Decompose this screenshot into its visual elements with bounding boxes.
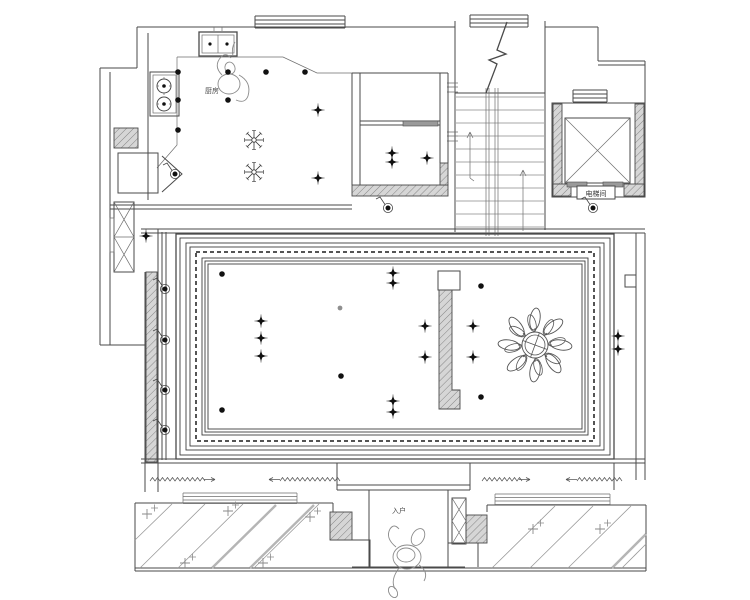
downlight-icon xyxy=(175,127,181,133)
spotlight-icon xyxy=(254,349,268,363)
spotlight-icon xyxy=(254,331,268,345)
fridge-cabinet xyxy=(113,127,183,194)
curtain-icon xyxy=(279,476,341,482)
downlight-icon xyxy=(219,271,225,277)
stair-window xyxy=(469,14,529,28)
plus-mark-icon xyxy=(258,553,274,568)
spotlight-icon xyxy=(386,394,400,408)
spotlight-icon xyxy=(420,151,434,165)
pantry-room xyxy=(351,72,449,197)
downlight-icon xyxy=(219,407,225,413)
person-kitchen xyxy=(216,41,250,102)
downlight-icon xyxy=(263,69,269,75)
entry-structure xyxy=(329,497,488,545)
spotlight-icon xyxy=(466,319,480,333)
tall-cabinet xyxy=(109,201,135,273)
plus-mark-icon xyxy=(595,519,611,534)
ceiling-molding xyxy=(175,233,615,460)
curtain-icon xyxy=(576,476,623,482)
spotlight-icon xyxy=(611,329,625,343)
spotlight-icon xyxy=(385,155,399,169)
curtain-icon xyxy=(481,476,523,482)
plus-mark-icon xyxy=(223,501,239,516)
downlight-icon xyxy=(478,283,484,289)
terrace-left xyxy=(134,503,320,569)
wall-lamp-icon xyxy=(162,162,180,179)
wall-lamp-icon xyxy=(152,277,170,294)
plus-mark-icon xyxy=(180,553,196,568)
left-wall-hatch xyxy=(145,271,158,463)
windows xyxy=(182,14,611,505)
downlight-icon xyxy=(478,394,484,400)
spotlight-icon xyxy=(311,103,325,117)
south-window-right xyxy=(494,493,611,505)
ceiling-lights xyxy=(139,69,625,435)
terrace-right xyxy=(491,505,647,569)
elevator-window xyxy=(572,89,608,103)
wall-lamp-icon xyxy=(152,378,170,395)
elevator-label: 电梯间 xyxy=(586,189,607,198)
wall-lamp-icon xyxy=(375,196,393,213)
curtain-symbols xyxy=(149,476,623,482)
wall-lamp-icon xyxy=(152,418,170,435)
wall-lamp-icon xyxy=(152,328,170,345)
spotlight-icon xyxy=(418,319,432,333)
spotlight-icon xyxy=(466,350,480,364)
person-entrance xyxy=(387,525,427,599)
chandelier-icon xyxy=(497,307,573,383)
spotlight-icon xyxy=(254,314,268,328)
stove xyxy=(149,71,180,117)
plus-mark-icon xyxy=(142,504,158,519)
downlight-icon xyxy=(225,69,231,75)
downlight-icon xyxy=(225,97,231,103)
cove-light-dashed xyxy=(195,251,595,442)
column xyxy=(437,270,461,410)
downlight-icon xyxy=(175,97,181,103)
curtain-icon xyxy=(149,476,206,482)
stair-arrow-1 xyxy=(466,131,475,182)
outer-walls xyxy=(99,21,647,572)
downlight-icon xyxy=(338,373,344,379)
wall-lamp-icon xyxy=(580,196,598,213)
entrance-label: 入户 xyxy=(392,506,406,515)
kitchen-window xyxy=(254,15,346,29)
south-window-left xyxy=(182,492,298,504)
elevator-shaft: 电梯间 xyxy=(551,102,646,200)
break-line xyxy=(485,21,508,94)
terrace-marks xyxy=(142,501,611,568)
downlight-icon xyxy=(302,69,308,75)
gray-dot-icon xyxy=(337,305,343,311)
ceiling-lamp-icon xyxy=(244,162,264,182)
stair-arrow-2 xyxy=(519,169,527,231)
kitchen-sink xyxy=(198,27,238,57)
spotlight-icon xyxy=(311,171,325,185)
downlight-icon xyxy=(175,69,181,75)
staircase xyxy=(455,21,545,236)
spotlight-icon xyxy=(386,276,400,290)
plus-mark-icon xyxy=(305,507,321,522)
kitchen-label: 厨房 xyxy=(205,86,219,95)
spotlight-icon xyxy=(139,229,153,243)
elevator-label-box xyxy=(576,185,616,200)
spotlight-icon xyxy=(611,342,625,356)
ceiling-lamp-icon xyxy=(244,130,264,150)
spotlight-icon xyxy=(386,405,400,419)
spotlight-icon xyxy=(418,350,432,364)
plus-mark-icon xyxy=(528,519,544,534)
